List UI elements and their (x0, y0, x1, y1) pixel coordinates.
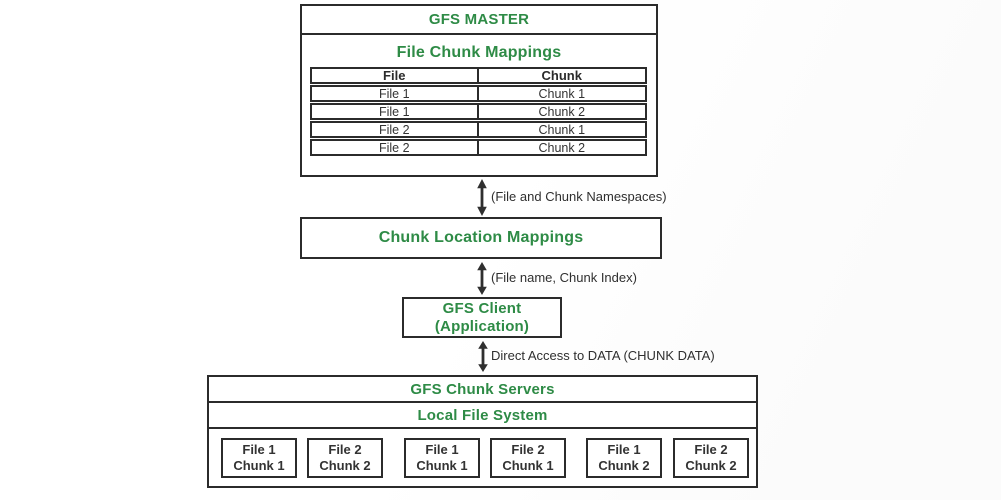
chunk-file-label: File 2 (511, 442, 545, 457)
gfs-master-titlebar: GFS MASTER (302, 6, 656, 35)
chunk-chunk-label: Chunk 2 (685, 458, 737, 473)
table-header-chunk: Chunk (541, 67, 582, 83)
chunk-file-label: File 2 (694, 442, 728, 457)
chunk-box-6: File 2 Chunk 2 (673, 438, 749, 478)
arrow-label-namespaces: (File and Chunk Namespaces) (491, 189, 667, 204)
chunk-boxes-area: File 1 Chunk 1 File 2 Chunk 2 File 1 Chu… (209, 429, 756, 486)
table-row: File 1 Chunk 2 (310, 103, 647, 120)
arrow-label-direct-access: Direct Access to DATA (CHUNK DATA) (491, 348, 715, 363)
chunk-location-mappings-title: Chunk Location Mappings (378, 229, 584, 246)
gfs-chunk-servers-title: GFS Chunk Servers (410, 380, 555, 398)
chunk-file-label: File 1 (242, 442, 276, 457)
chunk-box-1: File 1 Chunk 1 (221, 438, 297, 478)
gfs-client-title-line1: GFS Client (442, 299, 522, 317)
table-cell-chunk: Chunk 2 (538, 104, 586, 119)
table-row: File 2 Chunk 1 (310, 121, 647, 138)
local-file-system-bar: Local File System (209, 403, 756, 429)
table-cell-file: File 2 (312, 123, 479, 136)
gfs-chunk-servers-box: GFS Chunk Servers Local File System File… (207, 375, 758, 488)
table-row: File 1 Chunk 1 (310, 85, 647, 102)
arrow-label-chunk-index: (File name, Chunk Index) (491, 270, 637, 285)
gfs-client-title-line2: (Application) (434, 317, 530, 335)
chunk-file-label: File 1 (425, 442, 459, 457)
chunk-file-label: File 1 (607, 442, 641, 457)
gfs-master-box: GFS MASTER File Chunk Mappings File Chun… (300, 4, 658, 177)
table-header-row: File Chunk (310, 67, 647, 84)
chunk-chunk-label: Chunk 1 (416, 458, 468, 473)
local-file-system-title: Local File System (417, 406, 548, 424)
file-chunk-mappings-title: File Chunk Mappings (396, 44, 562, 61)
chunk-chunk-label: Chunk 2 (319, 458, 371, 473)
double-arrow-icon (477, 179, 487, 216)
table-cell-chunk: Chunk 2 (538, 140, 586, 155)
chunk-location-mappings-box: Chunk Location Mappings (300, 217, 662, 259)
chunk-chunk-label: Chunk 2 (598, 458, 650, 473)
table-cell-file: File 1 (312, 87, 479, 100)
chunk-chunk-label: Chunk 1 (233, 458, 285, 473)
double-arrow-icon (477, 262, 487, 295)
table-cell-file: File 1 (312, 105, 479, 118)
chunk-chunk-label: Chunk 1 (502, 458, 554, 473)
table-cell-file: File 2 (312, 141, 479, 154)
gfs-client-box: GFS Client (Application) (402, 297, 562, 338)
chunk-box-2: File 2 Chunk 2 (307, 438, 383, 478)
file-chunk-mapping-table: File Chunk File 1 Chunk 1 File 1 Chunk 2… (310, 67, 647, 157)
gfs-master-title: GFS MASTER (428, 11, 530, 28)
chunk-box-4: File 2 Chunk 1 (490, 438, 566, 478)
chunk-box-3: File 1 Chunk 1 (404, 438, 480, 478)
table-cell-chunk: Chunk 1 (538, 122, 586, 137)
double-arrow-icon (478, 341, 488, 372)
gfs-chunk-servers-titlebar: GFS Chunk Servers (209, 377, 756, 403)
chunk-box-5: File 1 Chunk 2 (586, 438, 662, 478)
table-header-file: File (312, 69, 479, 82)
table-row: File 2 Chunk 2 (310, 139, 647, 156)
chunk-file-label: File 2 (328, 442, 362, 457)
table-cell-chunk: Chunk 1 (538, 86, 586, 101)
